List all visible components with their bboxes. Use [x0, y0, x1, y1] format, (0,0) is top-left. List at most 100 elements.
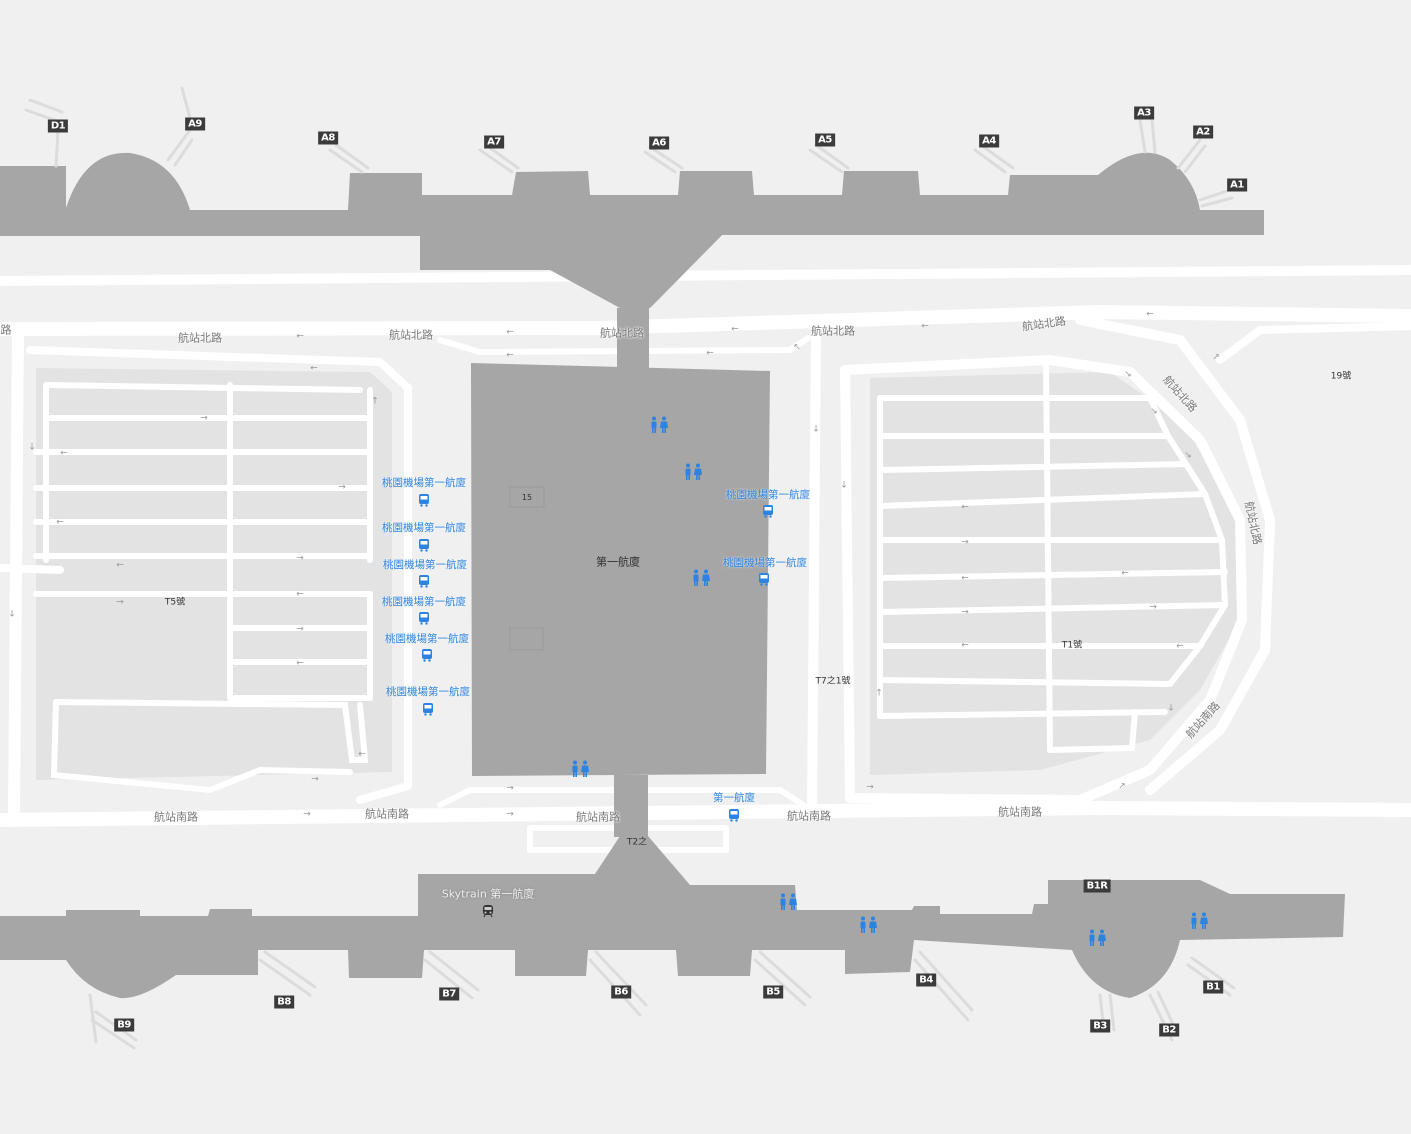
bus-stop-icon[interactable]: [758, 572, 770, 586]
east-parking-ring: [840, 355, 1247, 805]
direction-arrow: ←: [296, 589, 304, 600]
road-label-north: 航站北路: [178, 331, 222, 345]
gate-a6-label[interactable]: A6: [649, 136, 669, 150]
restroom-icon[interactable]: [1087, 929, 1107, 947]
direction-arrow: →: [311, 774, 319, 785]
bus-stop-icon[interactable]: [418, 538, 430, 552]
direction-arrow: →: [961, 537, 969, 548]
bus-stop-label[interactable]: 桃園機場第一航廈: [386, 685, 470, 698]
bus-stop-icon[interactable]: [762, 504, 774, 518]
direction-arrow: ←: [296, 658, 304, 669]
gate-a5-label[interactable]: A5: [815, 133, 835, 147]
interior-box: [509, 627, 544, 651]
skytrain-icon[interactable]: [482, 904, 494, 918]
t2-link-label: T2之: [626, 837, 648, 848]
bus-stop-icon[interactable]: [421, 648, 433, 662]
direction-arrow: ←: [706, 348, 714, 359]
gate-b2-label[interactable]: B2: [1159, 1023, 1179, 1037]
direction-arrow: ↓: [28, 442, 36, 453]
gate-a3-label[interactable]: A3: [1134, 106, 1154, 120]
direction-arrow: ←: [921, 321, 929, 332]
restroom-icon[interactable]: [649, 416, 669, 434]
east-connector-road: [807, 325, 821, 817]
direction-arrow: →: [506, 809, 514, 820]
gate-b6-label[interactable]: B6: [611, 985, 631, 999]
direction-arrow: ↗: [1212, 352, 1220, 363]
direction-arrow: →: [296, 553, 304, 564]
direction-arrow: →: [1149, 602, 1157, 613]
road-label-south: 航站南路: [576, 810, 620, 824]
bus-stop-label[interactable]: 桃園機場第一航廈: [726, 488, 810, 501]
direction-arrow: ↑: [371, 396, 379, 407]
direction-arrow: →: [866, 782, 874, 793]
gate-a2-label[interactable]: A2: [1193, 125, 1213, 139]
restroom-icon[interactable]: [858, 916, 878, 934]
restroom-icon[interactable]: [691, 569, 711, 587]
gate-a9-label[interactable]: A9: [185, 117, 205, 131]
bus-stop-label[interactable]: 桃園機場第一航廈: [382, 595, 466, 608]
direction-arrow: →: [296, 624, 304, 635]
south-pickup-loop: [527, 825, 729, 853]
bus-stop-icon[interactable]: [418, 611, 430, 625]
concourse-a-connector: [420, 235, 722, 308]
gate-a8-label[interactable]: A8: [318, 131, 338, 145]
gate-a4-label[interactable]: A4: [979, 134, 999, 148]
road-label-partial: 路: [0, 323, 12, 337]
concourse-b-building: [66, 836, 1345, 999]
north-road: [0, 305, 1411, 336]
gate-b4-label[interactable]: B4: [916, 973, 936, 987]
west-annex-building: [0, 166, 66, 236]
direction-arrow: ←: [310, 363, 318, 374]
road-label-north: 航站北路: [600, 326, 644, 340]
bus-stop-label[interactable]: 桃園機場第一航廈: [383, 558, 467, 571]
bus-stop-label-south[interactable]: 第一航廈: [713, 791, 755, 804]
direction-arrow: →: [303, 809, 311, 820]
south-road: [0, 801, 1411, 827]
gate-a7-label[interactable]: A7: [484, 135, 504, 149]
terminal-1-building: [471, 363, 770, 776]
gate-15-box: [509, 486, 545, 508]
direction-arrow: ↘: [1124, 369, 1132, 380]
restroom-icon[interactable]: [683, 463, 703, 481]
buildings: [0, 152, 1345, 999]
bus-stop-icon[interactable]: [418, 574, 430, 588]
direction-arrow: ↓: [840, 480, 848, 491]
t7-parking-label: T7之1號: [815, 676, 851, 687]
restroom-icon[interactable]: [570, 760, 590, 778]
direction-arrow: ←: [1121, 568, 1129, 579]
direction-arrow: ↓: [1167, 703, 1175, 714]
bus-stop-icon[interactable]: [728, 808, 740, 822]
bus-stop-label[interactable]: 桃園機場第一航廈: [385, 632, 469, 645]
bus-stop-label[interactable]: 桃園機場第一航廈: [382, 476, 466, 489]
t19-label: 19號: [1330, 371, 1352, 382]
bus-stop-icon[interactable]: [418, 493, 430, 507]
direction-arrow: ←: [358, 749, 366, 760]
direction-arrow: ↘: [1184, 450, 1192, 461]
gate-a1-label[interactable]: A1: [1227, 178, 1247, 192]
direction-arrow: ←: [961, 502, 969, 513]
restroom-icon[interactable]: [1189, 912, 1209, 930]
direction-arrow: ↓: [8, 609, 16, 620]
bus-stop-icon[interactable]: [422, 702, 434, 716]
direction-arrow: ↓: [812, 424, 820, 435]
gate-b7-label[interactable]: B7: [439, 987, 459, 1001]
gate-b8-label[interactable]: B8: [274, 995, 294, 1009]
gate-b1r-label[interactable]: B1R: [1083, 879, 1111, 893]
road-label-south: 航站南路: [365, 807, 409, 821]
gate-d1-label[interactable]: D1: [47, 119, 69, 133]
gate-b1-label[interactable]: B1: [1203, 980, 1223, 994]
bus-stop-label[interactable]: 桃園機場第一航廈: [723, 556, 807, 569]
road-network: [0, 265, 1411, 853]
gate-b3-label[interactable]: B3: [1090, 1019, 1110, 1033]
direction-arrow: ←: [116, 560, 124, 571]
terminal-1-label[interactable]: 第一航廈: [596, 555, 640, 569]
bus-stop-label[interactable]: 桃園機場第一航廈: [382, 521, 466, 534]
restroom-icon[interactable]: [778, 893, 798, 911]
direction-arrow: →: [338, 482, 346, 493]
gate-15-label: 15: [521, 493, 533, 502]
gate-b9-label[interactable]: B9: [114, 1018, 134, 1032]
gate-b5-label[interactable]: B5: [763, 985, 783, 999]
skytrain-label[interactable]: Skytrain 第一航廈: [441, 887, 535, 901]
